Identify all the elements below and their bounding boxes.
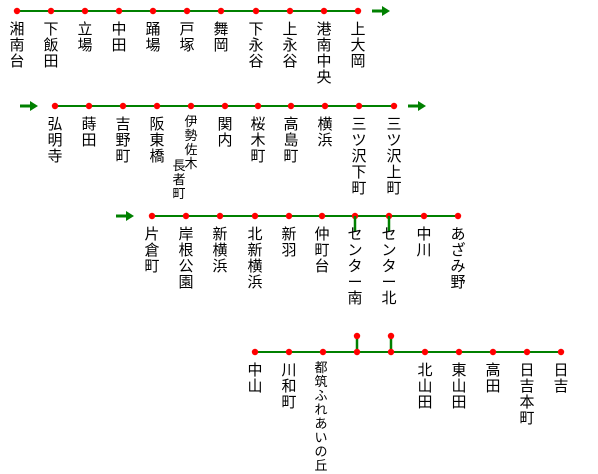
station-dot	[85, 102, 93, 110]
station-label: 港南中央	[316, 20, 332, 86]
station-dot	[221, 102, 229, 110]
station-dot	[252, 7, 260, 15]
continuation-arrow-out-row-1-head	[382, 6, 390, 16]
station-label: 東山田	[451, 361, 467, 411]
station-label: 中山	[247, 361, 263, 395]
station-dot	[287, 102, 295, 110]
station-dot	[355, 102, 363, 110]
junction-dot	[353, 332, 361, 340]
station-label: 都筑ふれあいの丘	[314, 361, 328, 474]
station-label: 北山田	[417, 361, 433, 411]
station-label: 上永谷	[282, 20, 298, 70]
station-dot	[51, 102, 59, 110]
junction-dot	[387, 332, 395, 340]
station-dot	[182, 212, 190, 220]
station-dot	[489, 348, 497, 356]
station-label: 下飯田	[43, 20, 59, 70]
subway-route-diagram	[13, 6, 565, 356]
station-dot	[115, 7, 123, 15]
continuation-arrow-out-row-2-head	[418, 101, 426, 111]
station-dot	[454, 212, 462, 220]
station-dot	[420, 212, 428, 220]
station-label: 吉野町	[115, 115, 131, 165]
station-label: あざみ野	[450, 225, 466, 291]
station-label: 仲町台	[314, 225, 330, 275]
station-label: 蒔田	[81, 115, 97, 149]
station-label: 高島町	[283, 115, 299, 165]
station-label: 踊場	[145, 20, 161, 54]
station-dot	[321, 102, 329, 110]
station-dot	[421, 348, 429, 356]
station-dot	[251, 348, 259, 356]
station-label: 湘南台	[9, 20, 25, 70]
station-label: 中川	[416, 225, 432, 259]
station-label: 横浜	[317, 115, 333, 149]
station-dot	[320, 7, 328, 15]
station-dot	[455, 348, 463, 356]
station-dot	[523, 348, 531, 356]
continuation-arrow-in-row-3-head	[126, 211, 134, 221]
station-dot	[187, 102, 195, 110]
station-dot	[149, 7, 157, 15]
station-dot	[285, 348, 293, 356]
station-label: 舞岡	[213, 20, 229, 54]
continuation-arrow-in-row-2-head	[30, 101, 38, 111]
station-dot	[319, 348, 327, 356]
station-label: 桜木町	[250, 115, 266, 165]
station-label: 弘明寺	[47, 115, 63, 165]
station-label: 北新横浜	[247, 225, 263, 291]
station-dot	[47, 7, 55, 15]
station-label: 高田	[485, 361, 501, 395]
station-label: 日吉本町	[519, 361, 535, 427]
station-sub-label: 長者町	[172, 159, 186, 202]
station-dot	[286, 7, 294, 15]
station-dot	[183, 7, 191, 15]
station-dot	[148, 212, 156, 220]
station-dot	[153, 102, 161, 110]
station-dot	[119, 102, 127, 110]
station-label: 新羽	[281, 225, 297, 259]
station-label: 岸根公園	[178, 225, 194, 291]
station-label: 立場	[77, 20, 93, 54]
station-label: 片倉町	[144, 225, 160, 275]
station-dot	[254, 102, 262, 110]
station-dot	[354, 7, 362, 15]
station-label: 日吉	[553, 361, 569, 395]
station-dot	[81, 7, 89, 15]
station-label: 下永谷	[248, 20, 264, 70]
station-dot	[557, 348, 565, 356]
station-label: 新横浜	[212, 225, 228, 275]
station-dot	[285, 212, 293, 220]
station-label: 川和町	[281, 361, 297, 411]
station-dot	[318, 212, 326, 220]
station-label: センター南	[347, 225, 363, 307]
station-label: センター北	[381, 225, 397, 307]
junction-dot	[387, 348, 395, 356]
station-dot	[217, 7, 225, 15]
station-label: 中田	[111, 20, 127, 54]
station-dot	[13, 7, 21, 15]
station-label: 戸塚	[179, 20, 195, 54]
station-dot	[216, 212, 224, 220]
junction-dot	[353, 348, 361, 356]
station-label: 三ツ沢上町	[386, 115, 402, 197]
station-label: 三ツ沢下町	[351, 115, 367, 197]
station-dot	[390, 102, 398, 110]
station-label: 関内	[217, 115, 233, 149]
station-dot	[251, 212, 259, 220]
station-label: 上大岡	[350, 20, 366, 70]
station-label: 伊勢佐木	[184, 115, 198, 172]
station-label: 阪東橋	[149, 115, 165, 165]
